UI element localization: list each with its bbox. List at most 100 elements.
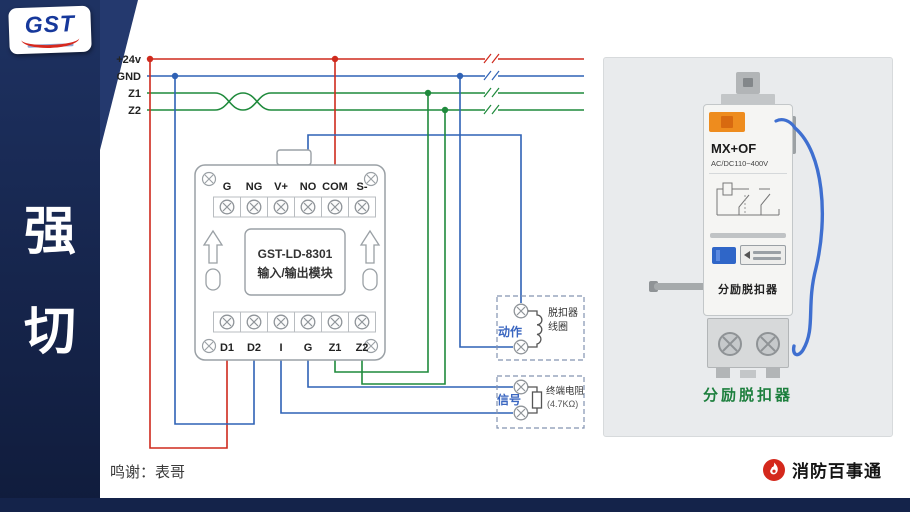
terminal-screw (513, 405, 529, 421)
bus-label-z1: Z1 (128, 88, 141, 100)
device-foot (716, 368, 730, 378)
terminal-label: Z1 (329, 342, 342, 354)
device-divider (709, 173, 787, 174)
module-model: GST-LD-8301 (258, 247, 333, 261)
device-note-microtext (753, 250, 781, 260)
module-top-screws (212, 196, 377, 218)
device-foot (740, 370, 756, 378)
coil-symbol (528, 310, 543, 348)
junction-24v-left (146, 55, 154, 63)
junction-z2 (441, 106, 449, 114)
device-body: MX+OF AC/DC110~400V 分励脱扣器 (703, 104, 793, 316)
brand-text: 消防百事通 (792, 462, 882, 481)
terminal-screw (266, 311, 296, 333)
terminal-screw (212, 196, 242, 218)
action-terminal-box: 动作 脱扣器 线圈 (496, 295, 585, 361)
terminal-label: NG (246, 181, 263, 193)
action-box-outline (496, 295, 585, 361)
device-trip-rod (654, 283, 706, 290)
device-model-text: MX+OF (711, 141, 757, 156)
terminal-label: NO (300, 181, 317, 193)
terminal-label: D2 (247, 342, 261, 354)
wire-z1-to-module (334, 93, 429, 373)
bus-label-z2: Z2 (128, 105, 141, 117)
junction-gnd-left (171, 72, 179, 80)
device-rating-text: AC/DC110~400V (711, 159, 769, 168)
corner-screw (201, 171, 217, 187)
device-bracket-hole (743, 78, 753, 87)
device-schematic (716, 182, 780, 216)
device-body-label: 分励脱扣器 (718, 284, 778, 296)
terminal-label: D1 (220, 342, 234, 354)
junction-z1 (424, 89, 432, 97)
device-microtext (710, 233, 786, 238)
device-foot (766, 368, 780, 378)
coil-label-1: 脱扣器 (548, 306, 578, 319)
terminal-screw (320, 196, 350, 218)
module-top-terminal-labels: G NG V+ NO COM S- (223, 181, 368, 193)
bus-label-24v: +24v (116, 54, 142, 66)
terminal-screw (293, 311, 323, 333)
terminal-screw (266, 196, 296, 218)
wire-24v-break (483, 53, 500, 64)
signal-box-outline (496, 375, 585, 429)
terminal-screw (239, 196, 269, 218)
device-reset-note (740, 245, 786, 265)
terminal-screw (347, 311, 377, 333)
flame-icon (763, 458, 785, 481)
terminal-screw (513, 379, 529, 395)
product-panel: MX+OF AC/DC110~400V 分励脱扣器 (603, 57, 893, 437)
device-rod-tip (649, 281, 658, 292)
terminal-label: V+ (274, 181, 288, 193)
signal-box-tag: 信号 (497, 392, 521, 407)
junction-24v-com (331, 55, 339, 63)
wiring-diagram: +24v GND Z1 Z2 (116, 53, 585, 449)
wire-gnd-to-d2 (174, 76, 255, 425)
device-terminal-screws (718, 332, 780, 356)
credit-text: 鸣谢：表哥 (110, 464, 186, 481)
gst-logo-text: GST (24, 10, 76, 38)
terminal-label: S- (357, 181, 368, 193)
resistor-symbol (531, 391, 543, 409)
terminal-label: COM (322, 181, 348, 193)
left-arrow-icon (744, 251, 750, 259)
device-terminal-block (707, 318, 789, 368)
coil-label-2: 线圈 (548, 320, 568, 333)
bus-lines (147, 53, 584, 115)
capsule-left (205, 268, 221, 291)
terminal-label: I (279, 342, 282, 354)
device-blue-indicator (712, 247, 736, 264)
brand-logo: 消防百事通 (762, 457, 882, 482)
module-bottom-terminal-labels: D1 D2 I G Z1 Z2 (220, 342, 368, 354)
terminal-label: G (223, 181, 232, 193)
device-orange-mark (721, 116, 733, 128)
wire-z-twist-a (214, 92, 272, 111)
wire-gnd-to-coil (459, 76, 513, 348)
gst-logo: GST (8, 5, 92, 55)
device-indicator-stripe (716, 250, 720, 261)
terminal-screw (293, 196, 323, 218)
wire-i-to-resistor (280, 360, 513, 414)
terminal-label: G (304, 342, 313, 354)
terminal-screw (212, 311, 242, 333)
bus-label-gnd: GND (117, 71, 142, 83)
device-caption: 分励脱扣器 (702, 387, 793, 404)
resistor-label-1: 终端电阻 (546, 385, 585, 397)
module-model-sub: 输入/输出模块 (257, 265, 333, 280)
terminal-screw (347, 196, 377, 218)
device-orange-tab (709, 112, 745, 132)
title-char-1: 强 (23, 203, 76, 261)
capsule-right (362, 268, 378, 291)
corner-screw (201, 338, 217, 354)
branch-wires (149, 59, 522, 449)
junction-gnd-coil (456, 72, 464, 80)
resistor-label-2: (4.7KΩ) (547, 399, 578, 409)
terminal-screw (513, 303, 529, 319)
module-bottom-screws (212, 311, 377, 333)
gst-logo-inner: GST (8, 10, 91, 50)
wire-g-to-resistor (307, 360, 513, 388)
device-bracket-base (721, 94, 775, 106)
resistor-leads (528, 386, 538, 414)
title-char-2: 切 (23, 303, 76, 361)
